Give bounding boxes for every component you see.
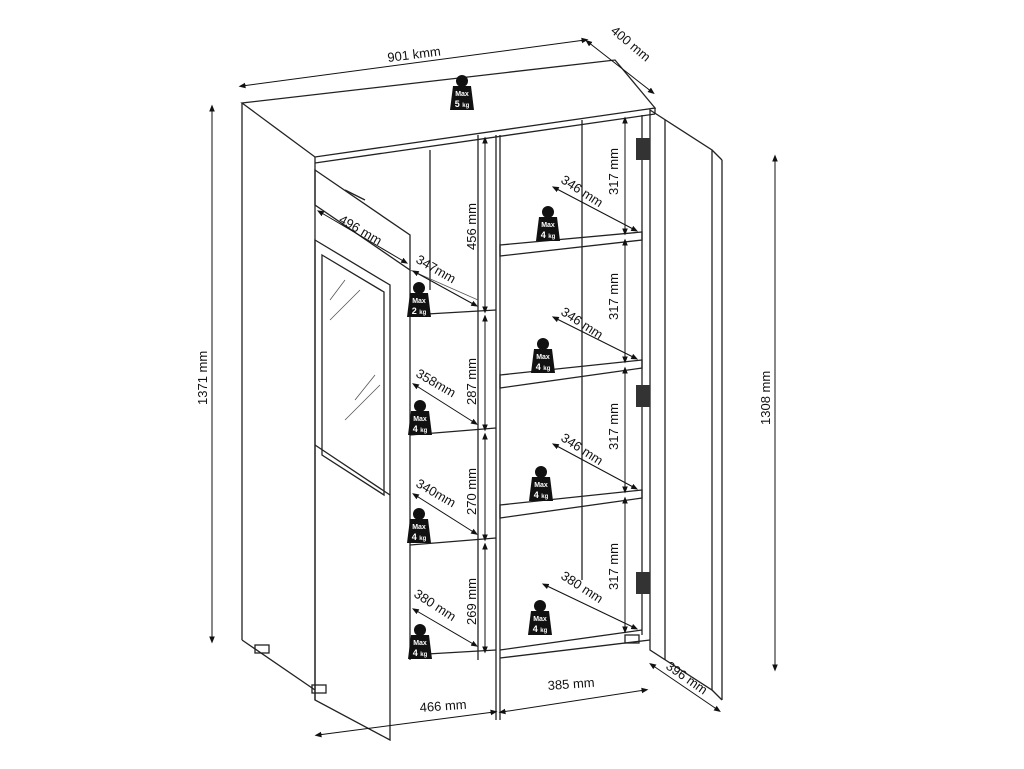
weight-badges: Max 5 kg Max 4 kg Max 2 kg Max 4 kg Max …	[407, 75, 560, 659]
weight-max-label: Max	[412, 524, 426, 531]
right-h4-label: 317 mm	[606, 543, 621, 590]
weight-icon: Max 4 kg	[536, 206, 560, 241]
right-h3-label: 317 mm	[606, 403, 621, 450]
right-h1-label: 317 mm	[606, 148, 621, 195]
weight-icon: Max 4 kg	[408, 400, 432, 435]
door-height-label: 1308 mm	[758, 371, 773, 425]
weight-icon: Max 4 kg	[407, 508, 431, 543]
weight-value-label: 4 kg	[413, 424, 428, 434]
left-d3-label: 340mm	[414, 476, 459, 511]
weight-max-label: Max	[413, 416, 427, 423]
weight-max-label: Max	[413, 640, 427, 647]
hinge-icon	[636, 385, 650, 407]
right-h2-label: 317 mm	[606, 273, 621, 320]
dimension-labels: 901 kmm 400 mm 1371 mm 1308 mm 496 mm 45…	[195, 23, 773, 715]
weight-icon: Max 4 kg	[529, 466, 553, 501]
left-h2-label: 287 mm	[464, 358, 479, 405]
left-d4-label: 380 mm	[411, 586, 459, 624]
left-h3-label: 270 mm	[464, 468, 479, 515]
weight-icon: Max 4 kg	[528, 600, 552, 635]
weight-max-label: Max	[536, 354, 550, 361]
right-width-label: 385 mm	[547, 675, 595, 693]
dimension-lines	[209, 37, 778, 738]
hinge-icon	[636, 572, 650, 594]
weight-max-label: Max	[455, 91, 469, 98]
weight-value-label: 4 kg	[412, 532, 427, 542]
weight-icon: Max 4 kg	[408, 624, 432, 659]
width-label: 901 kmm	[387, 44, 442, 65]
weight-icon: Max 2 kg	[407, 282, 431, 317]
weight-value-label: 4 kg	[413, 648, 428, 658]
weight-value-label: 2 kg	[412, 306, 427, 316]
weight-value-label: 4 kg	[533, 624, 548, 634]
weight-max-label: Max	[541, 222, 555, 229]
total-height-label: 1371 mm	[195, 351, 210, 405]
weight-icon: Max 4 kg	[531, 338, 555, 373]
left-d2-label: 358mm	[414, 366, 459, 401]
left-h1-label: 456 mm	[464, 203, 479, 250]
weight-max-label: Max	[533, 616, 547, 623]
left-h4-label: 269 mm	[464, 578, 479, 625]
weight-value-label: 4 kg	[534, 490, 549, 500]
hinge-icon	[636, 138, 650, 160]
weight-icon: Max 5 kg	[450, 75, 474, 110]
weight-value-label: 4 kg	[536, 362, 551, 372]
cabinet-outline	[240, 59, 723, 742]
weight-value-label: 5 kg	[455, 99, 470, 109]
drawer-width-label: 496 mm	[337, 212, 385, 248]
left-width-label: 466 mm	[419, 697, 467, 715]
weight-max-label: Max	[412, 298, 426, 305]
weight-value-label: 4 kg	[541, 230, 556, 240]
weight-max-label: Max	[534, 482, 548, 489]
depth-label: 400 mm	[608, 23, 654, 65]
